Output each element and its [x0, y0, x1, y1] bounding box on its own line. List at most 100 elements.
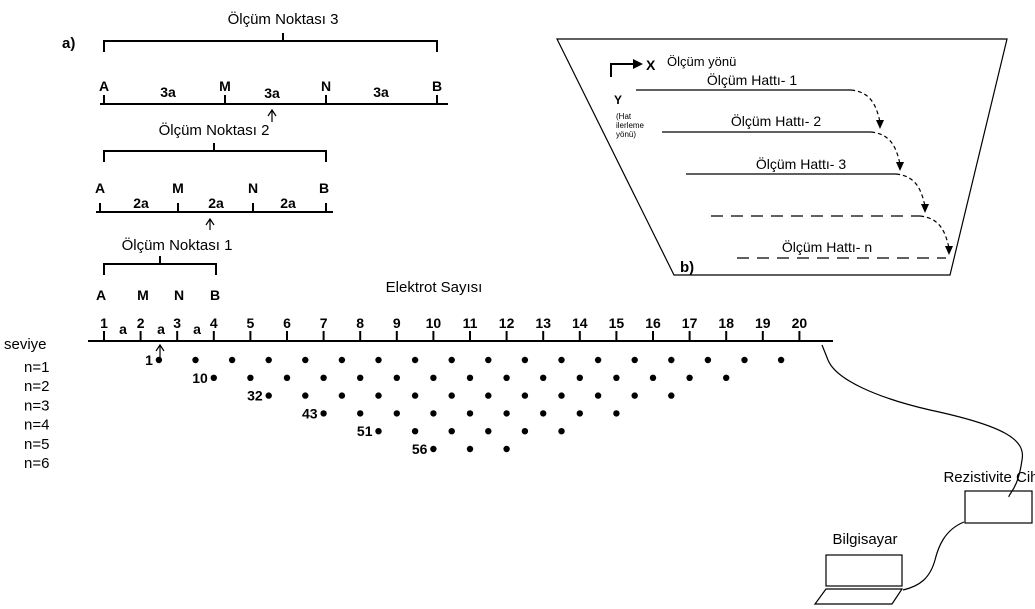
- pseudosection-point: [247, 374, 254, 381]
- survey-line-1-label: Ölçüm Hattı- 1: [707, 71, 797, 88]
- electrode-number: 15: [609, 315, 625, 331]
- pseudosection-point: [485, 392, 492, 399]
- pseudosection-point: [228, 356, 236, 364]
- pseudosection-point: [723, 374, 730, 381]
- pseudosection-point: [375, 356, 382, 364]
- mp1-spacing-1: a: [119, 321, 127, 337]
- mp3-electrode-a: A: [99, 78, 109, 94]
- pseudosection-point: [265, 356, 272, 364]
- electrode-number: 8: [356, 315, 364, 331]
- connector-arrow-1-icon: [876, 120, 884, 129]
- pseudosection-point: [485, 428, 492, 435]
- pseudosection-point: [704, 356, 712, 364]
- mp3-spacing-2: 3a: [264, 85, 280, 101]
- pseudosection-point: [558, 356, 565, 364]
- pseudosection-point: [503, 410, 510, 417]
- cable-to-device: [821, 344, 1024, 498]
- panel-b-label: b): [680, 259, 694, 276]
- pseudosection-point: [576, 374, 583, 381]
- electrode-number: 17: [682, 315, 698, 331]
- mp2-midpoint-arrow-icon: [205, 217, 215, 230]
- mp1-electrode-m: M: [137, 287, 149, 303]
- pseudosection-point: [540, 410, 547, 417]
- device-label: Rezistivite Cihazı: [943, 469, 1035, 486]
- electrode-number: 1: [100, 315, 108, 331]
- pseudosection-point: [668, 392, 675, 399]
- pseudosection-point: [448, 356, 455, 364]
- mp3-electrode-n: N: [321, 78, 331, 94]
- y-axis-label: Y: [614, 93, 622, 107]
- pseudosection-point: [338, 356, 346, 364]
- pseudosection-point: [375, 392, 382, 399]
- pseudosection-point: [320, 374, 327, 381]
- mp2-spacing-1: 2a: [133, 195, 149, 211]
- mp1-electrode-b: B: [210, 287, 220, 303]
- measurement-point-2-title: Ölçüm Noktası 2: [159, 121, 270, 139]
- level-label: n=6: [24, 455, 49, 472]
- mp2-spacing-3: 2a: [280, 195, 296, 211]
- pseudosection-point: [393, 410, 400, 417]
- electrode-number: 13: [535, 315, 551, 331]
- electrode-number: 20: [792, 315, 808, 331]
- x-axis-label: X: [646, 57, 656, 73]
- electrode-number: 5: [247, 315, 255, 331]
- panel-b: b) X Ölçüm yönü Y (Hat ilerleme yönü) Öl…: [556, 38, 1008, 276]
- pseudosection-point: [411, 392, 419, 399]
- mp3-midpoint-arrow-icon: [267, 108, 277, 122]
- pseudosection-point: [466, 445, 474, 453]
- pseudosection-point: [631, 392, 638, 399]
- mp1-electrode-n: N: [174, 287, 184, 303]
- pseudosection-point: [357, 374, 364, 381]
- pseudosection-point: [155, 356, 163, 364]
- first-point-label: 1: [145, 352, 153, 368]
- pseudosection-point: [320, 410, 327, 417]
- electrode-number: 3: [173, 315, 181, 331]
- pseudosection-point: [265, 392, 272, 399]
- pseudosection-point: [521, 428, 529, 435]
- pseudosection-point: [393, 374, 400, 381]
- pseudosection-point: [283, 374, 291, 381]
- electrode-number: 10: [426, 315, 442, 331]
- connector-arrow-3-icon: [921, 204, 929, 213]
- measurement-point-3-bracket: [103, 33, 438, 52]
- pseudosection-points: [155, 356, 785, 453]
- measurement-point-1-bracket: [103, 256, 217, 275]
- levels-title: seviye: [4, 336, 47, 353]
- pseudosection-point: [576, 410, 583, 417]
- mp2-electrode-a: A: [95, 180, 105, 196]
- pseudosection-point: [613, 410, 620, 417]
- pseudosection-point: [448, 428, 455, 435]
- level-label: n=2: [24, 378, 49, 395]
- mp2-electrode-b: B: [319, 180, 329, 196]
- mp3-electrode-m: M: [219, 78, 231, 94]
- measurement-point-2-ticks: [99, 203, 327, 212]
- first-point-label: 32: [247, 388, 263, 404]
- electrode-number: 4: [210, 315, 218, 331]
- pseudosection-point: [540, 374, 547, 381]
- pseudosection-point: [777, 356, 785, 364]
- pseudosection-point: [649, 374, 657, 381]
- first-point-label: 43: [302, 405, 318, 421]
- connector-2-3: [870, 131, 901, 165]
- pseudosection-point: [594, 356, 602, 364]
- pseudosection-point: [302, 356, 309, 364]
- pseudosection-point: [558, 428, 565, 435]
- pseudosection-point: [411, 356, 419, 364]
- electrode-number: 12: [499, 315, 515, 331]
- pseudosection-point: [485, 356, 492, 364]
- level-label: n=5: [24, 436, 49, 453]
- level-labels: n=1n=2n=3n=4n=5n=6: [24, 359, 49, 472]
- panel-a-label: a): [62, 35, 75, 52]
- electrode-number: 2: [137, 315, 145, 331]
- pseudosection-point: [503, 445, 510, 453]
- pseudosection-point: [375, 428, 382, 435]
- pseudosection-point: [338, 392, 346, 399]
- electrode-number: 9: [393, 315, 401, 331]
- cable-to-computer: [902, 521, 965, 591]
- computer-screen: [825, 554, 903, 587]
- pseudosection-point: [302, 392, 309, 399]
- measurement-point-2-bracket: [103, 143, 327, 162]
